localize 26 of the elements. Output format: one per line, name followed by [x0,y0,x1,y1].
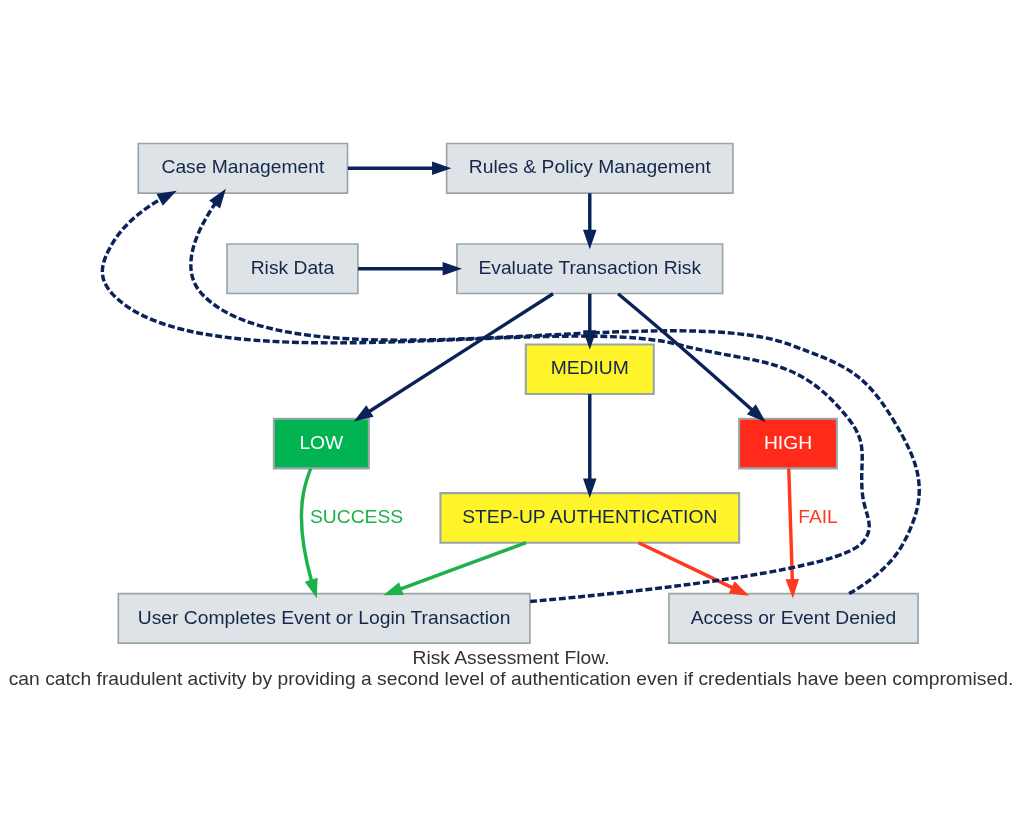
arrow [358,262,462,276]
arrow [785,468,800,599]
arrow [583,193,597,250]
arrow [383,541,527,596]
arrow [583,394,597,498]
arrow [353,292,554,422]
node-box: Risk Data [226,243,359,295]
edge-label: SUCCESS [309,506,404,528]
arrow [189,188,921,596]
arrow [617,292,766,423]
arrow [100,190,871,604]
arrow [637,541,750,596]
node-box: HIGH [738,417,838,470]
node-box: User Completes Event or Login Transaction [117,592,531,644]
node-box: LOW [272,417,370,470]
edge-label: FAIL [798,506,838,528]
node-box: Case Management [137,142,349,194]
node-box: MEDIUM [524,343,655,396]
arrow [299,467,318,599]
node-box: Rules & Policy Management [445,142,734,194]
node-box: Access or Event Denied [668,592,919,644]
node-box: Evaluate Transaction Risk [456,243,724,295]
arrow [347,161,452,176]
diagram-title: Risk Assessment Flow. [412,647,610,669]
node-box: STEP-UP AUTHENTICATION [439,492,741,544]
caption: can catch fraudulent activity by providing a second level of authentication even if credentials have been compromised. [8,667,1014,689]
